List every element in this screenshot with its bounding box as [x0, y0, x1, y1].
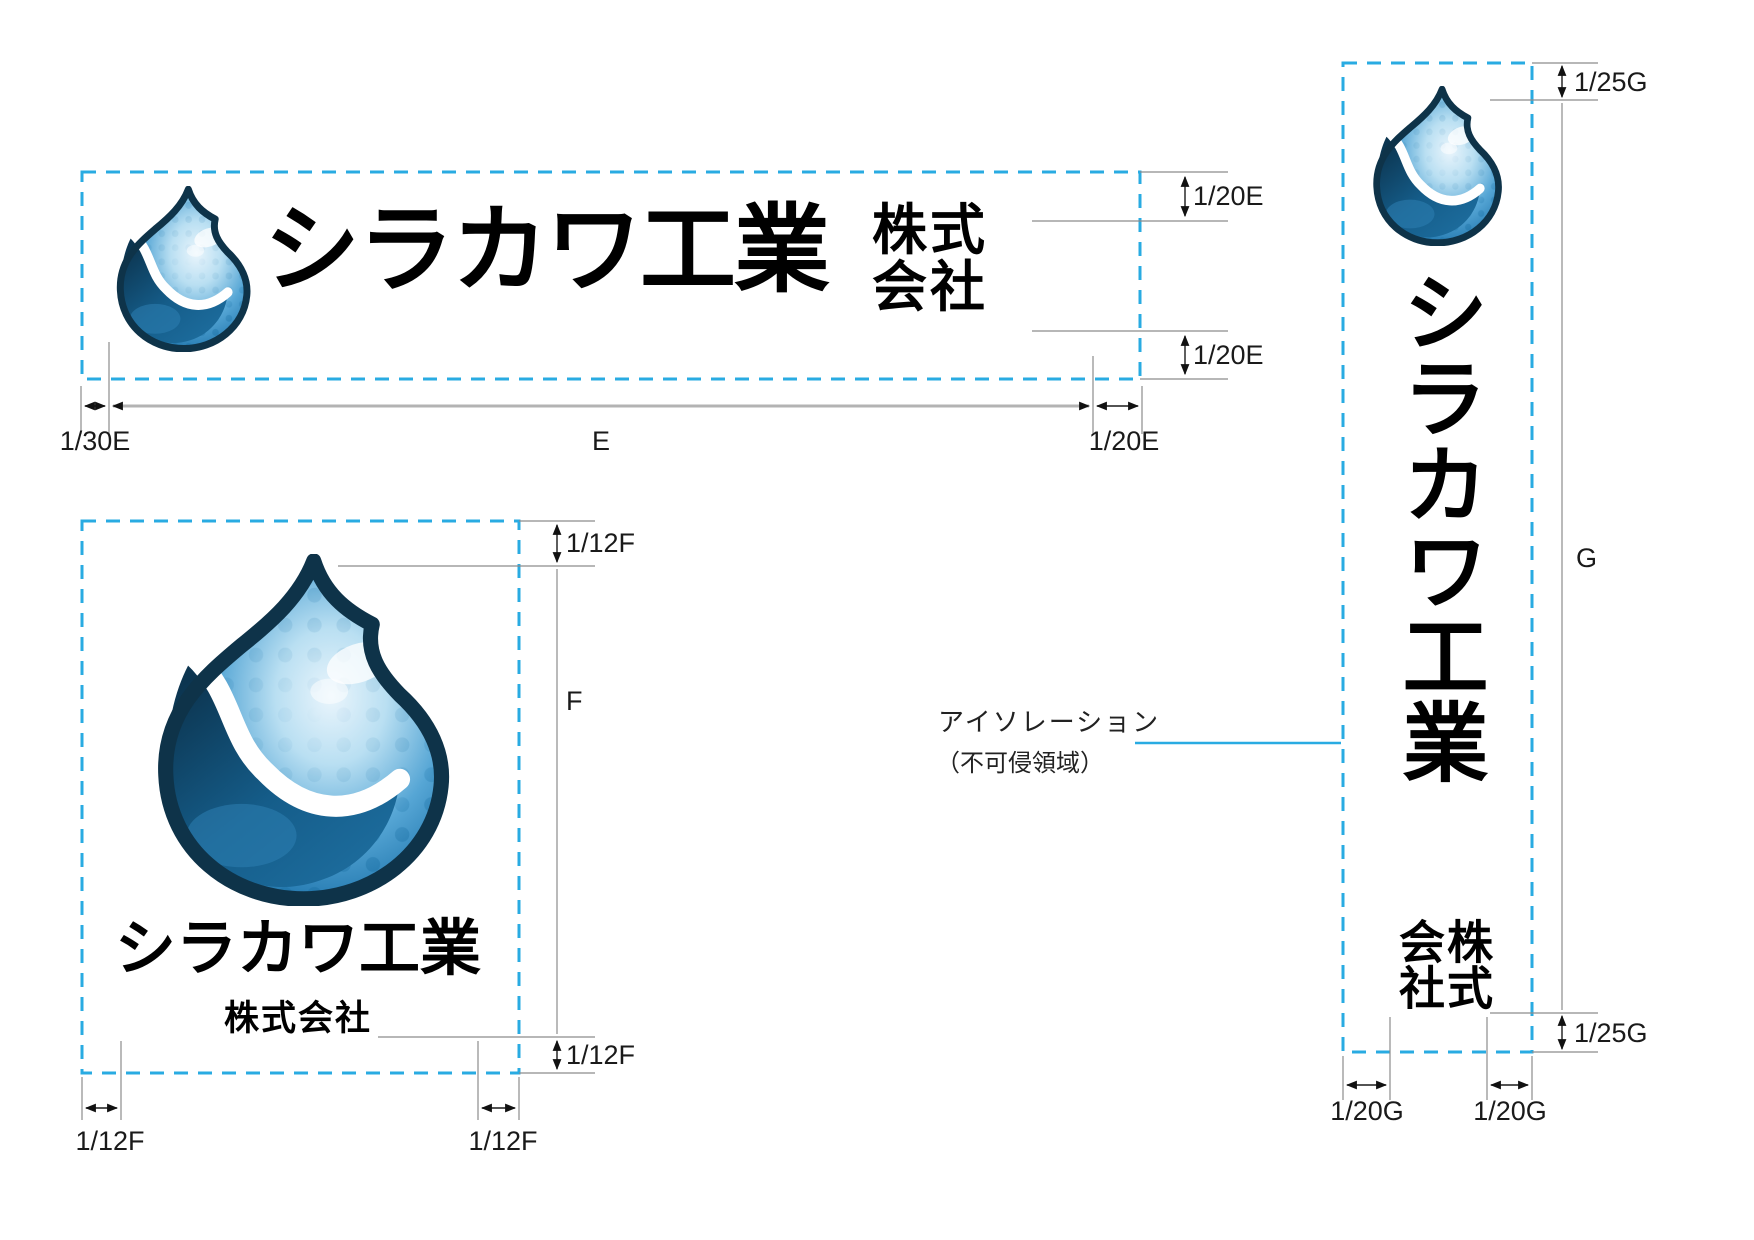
dim-label-f-bottom-margin: 1/12F	[566, 1040, 636, 1070]
company-suffix-vertical: 株式会社	[1392, 918, 1494, 1010]
dim-label-f-top-margin: 1/12F	[566, 528, 636, 558]
isolation-boundary-horizontal	[80, 170, 1142, 381]
dim-label-e-bottom-margin: 1/20E	[1193, 340, 1264, 370]
dim-label-g-right-margin: 1/20G	[1473, 1096, 1547, 1126]
dim-label-e-right-margin: 1/20E	[1088, 426, 1160, 456]
dim-label-f-right-margin: 1/12F	[468, 1126, 538, 1156]
callout-isolation-subtitle: （不可侵領域）	[936, 749, 1104, 777]
extension-lines	[80, 62, 1598, 1120]
isolation-boundary-stacked	[80, 519, 521, 1075]
dim-label-g-top-margin: 1/25G	[1574, 67, 1648, 97]
dim-label-g-bottom-margin: 1/25G	[1574, 1018, 1648, 1048]
dim-label-f-height: F	[566, 686, 583, 716]
dim-label-g-left-margin: 1/20G	[1330, 1096, 1404, 1126]
drop-logo-icon-stacked	[128, 554, 472, 906]
callout-isolation-title: アイソレーション	[938, 708, 1161, 738]
margin-arrows	[83, 64, 1567, 1113]
company-name-vertical: シラカワ工業	[1387, 268, 1487, 784]
company-name-stacked: シラカワ工業	[114, 913, 482, 984]
drop-logo-icon-vertical	[1360, 86, 1512, 246]
company-suffix-stacked: 株式会社	[223, 999, 373, 1039]
company-suffix-horizontal: 株式会社	[872, 198, 989, 319]
dim-label-e-width: E	[591, 426, 611, 456]
company-name-horizontal: シラカワ工業	[264, 194, 830, 306]
dim-label-e-left-margin: 1/30E	[59, 426, 131, 456]
dim-label-f-left-margin: 1/12F	[75, 1126, 145, 1156]
isolation-boundary-vertical	[1341, 61, 1534, 1054]
dim-label-g-height: G	[1576, 543, 1598, 573]
drop-logo-icon-horizontal	[103, 186, 261, 352]
dim-label-e-top-margin: 1/20E	[1193, 181, 1264, 211]
isolation-boundaries	[80, 61, 1534, 1075]
